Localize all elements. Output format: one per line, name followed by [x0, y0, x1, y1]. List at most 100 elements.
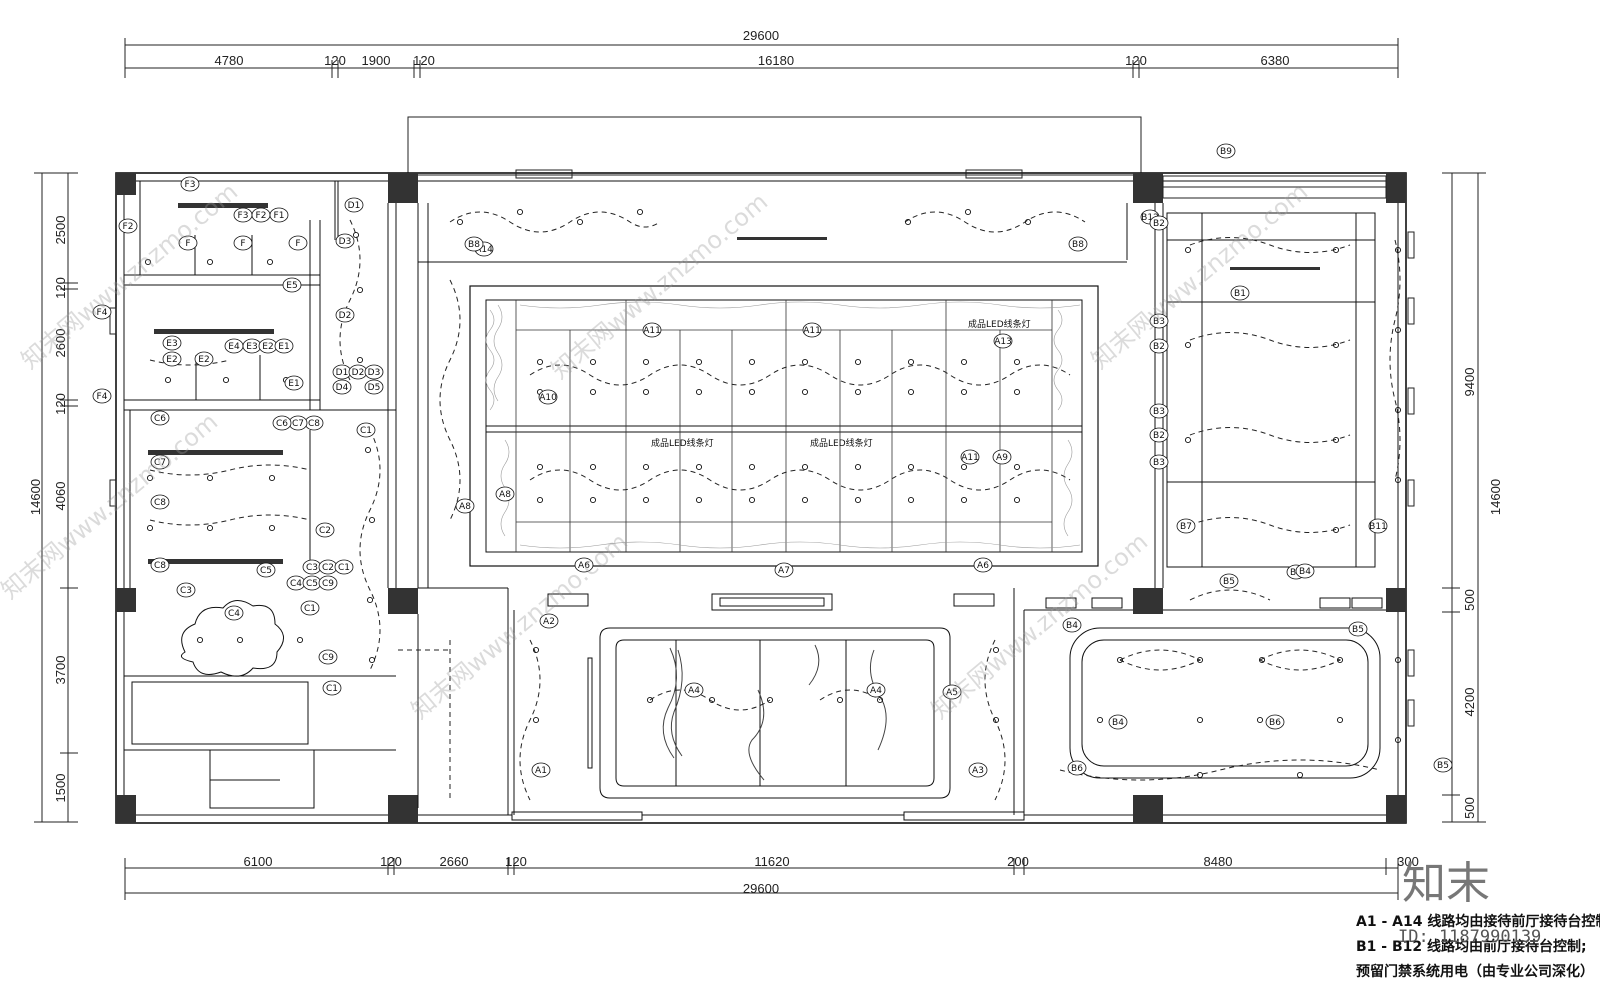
circuit-tag-label: F [295, 239, 300, 249]
circuit-tag-bubble [162, 351, 182, 367]
downlight-symbol [748, 463, 756, 471]
circuit-tag-bubble [356, 422, 376, 438]
downlight-symbol [960, 358, 968, 366]
dim-left-seg-1: 2500 [53, 216, 68, 245]
circuit-tag: E1 [274, 338, 294, 354]
circuit-tag-bubble [1149, 454, 1169, 470]
downlight-symbol [801, 496, 809, 504]
dim-bottom-seg-7: 8480 [1204, 854, 1233, 869]
downlight-symbol [1256, 716, 1264, 724]
circuit-tag: D1 [344, 197, 364, 213]
central-ceiling [469, 285, 1099, 567]
circuit-tag-bubble [1149, 403, 1169, 419]
circuit-tag: C2 [315, 522, 335, 538]
circuit-tag-label: C4 [290, 579, 302, 589]
circuit-tag-label: F3 [238, 211, 249, 221]
circuit-tag-label: B2 [1153, 342, 1165, 352]
circuit-tag: B2 [1149, 338, 1169, 354]
downlight-symbol [1296, 771, 1304, 779]
circuit-tag-label: C6 [276, 419, 288, 429]
downlight-symbol [589, 496, 597, 504]
circuit-tag: C5 [302, 575, 322, 591]
circuit-tag-label: A8 [499, 490, 511, 500]
circuit-tag-bubble [539, 613, 559, 629]
circuit-tag: B8 [1068, 236, 1088, 252]
downlight-symbol [196, 636, 204, 644]
circuit-tag-label: E1 [278, 342, 289, 352]
circuit-tag-label: D2 [339, 311, 352, 321]
circuit-tag: C8 [150, 494, 170, 510]
circuit-tag-label: B5 [1223, 577, 1235, 587]
circuit-tag-bubble [1265, 714, 1285, 730]
downlight-symbol [368, 656, 376, 664]
circuit-tag: B8 [464, 236, 484, 252]
circuit-tag-label: F4 [97, 308, 108, 318]
circuit-tag-bubble [1149, 215, 1169, 231]
downlight-symbol [1332, 246, 1340, 254]
circuit-tag-bubble [315, 522, 335, 538]
dim-right-seg-4: 500 [1462, 797, 1477, 819]
downlight-symbol [352, 231, 360, 239]
downlight-symbol [748, 496, 756, 504]
downlight-symbol [992, 646, 1000, 654]
dim-right-seg-1: 9400 [1462, 368, 1477, 397]
circuit-tag-bubble [531, 762, 551, 778]
circuit-tag-bubble [973, 557, 993, 573]
circuit-tag-bubble [1433, 757, 1453, 773]
circuit-tag: B1 [1230, 285, 1250, 301]
circuit-tag: C1 [334, 559, 354, 575]
circuit-tag-label: A10 [539, 393, 557, 403]
circuit-tag-label: B9 [1220, 147, 1232, 157]
watermark-diagonal-5: 知末网www.znzmo.com [1086, 178, 1313, 375]
circuit-tag-label: B3 [1153, 458, 1165, 468]
circuit-tag: A7 [774, 562, 794, 578]
dim-left-seg-3: 2600 [53, 329, 68, 358]
circuit-tag-bubble [1149, 313, 1169, 329]
circuit-tag: C6 [272, 415, 292, 431]
downlight-symbol [960, 388, 968, 396]
circuit-tag: C1 [356, 422, 376, 438]
circuit-tag-label: A4 [688, 686, 700, 696]
downlight-symbol [766, 696, 774, 704]
circuit-tag-label: B4 [1066, 621, 1078, 631]
circuit-tag-label: A1 [535, 766, 547, 776]
circuit-tag: F4 [92, 388, 112, 404]
downlight-symbol [266, 258, 274, 266]
circuit-tag: B5 [1433, 757, 1453, 773]
downlight-symbol [236, 636, 244, 644]
dim-bottom-seg-2: 120 [380, 854, 402, 869]
circuit-tag: F2 [251, 207, 271, 223]
circuit-tag-label: F2 [256, 211, 267, 221]
downlight-symbol [876, 696, 884, 704]
dim-bottom-total: 29600 [743, 881, 779, 896]
dim-top-seg-1: 4780 [215, 53, 244, 68]
circuit-tag: C4 [224, 605, 244, 621]
watermark-logo: 知末 [1402, 858, 1490, 909]
downlight-symbol [1184, 436, 1192, 444]
circuit-tag-bubble [150, 454, 170, 470]
downlight-symbol [964, 208, 972, 216]
downlight-symbol [146, 524, 154, 532]
watermark-diagonal-1: 知末网www.znzmo.com [16, 178, 243, 375]
downlight-symbol [907, 388, 915, 396]
circuit-tag-label: A14 [475, 245, 493, 255]
downlight-symbol [1013, 463, 1021, 471]
circuit-tag: B3 [1149, 454, 1169, 470]
circuit-tag-bubble [194, 351, 214, 367]
circuit-tag-label: E1 [288, 379, 299, 389]
dim-top-total: 29600 [743, 28, 779, 43]
circuit-tag: A11 [802, 322, 822, 338]
circuit-tag-bubble [1149, 338, 1169, 354]
downlight-symbol [364, 446, 372, 454]
circuit-tag: A6 [973, 557, 993, 573]
circuit-tag-bubble [269, 207, 289, 223]
downlight-symbol [1336, 656, 1344, 664]
circuit-tag: C1 [300, 600, 320, 616]
circuit-tag-bubble [300, 600, 320, 616]
circuit-tag: A13 [993, 333, 1013, 349]
downlight-symbol [992, 716, 1000, 724]
downlight-symbol [268, 474, 276, 482]
circuit-tag-bubble [1216, 143, 1236, 159]
